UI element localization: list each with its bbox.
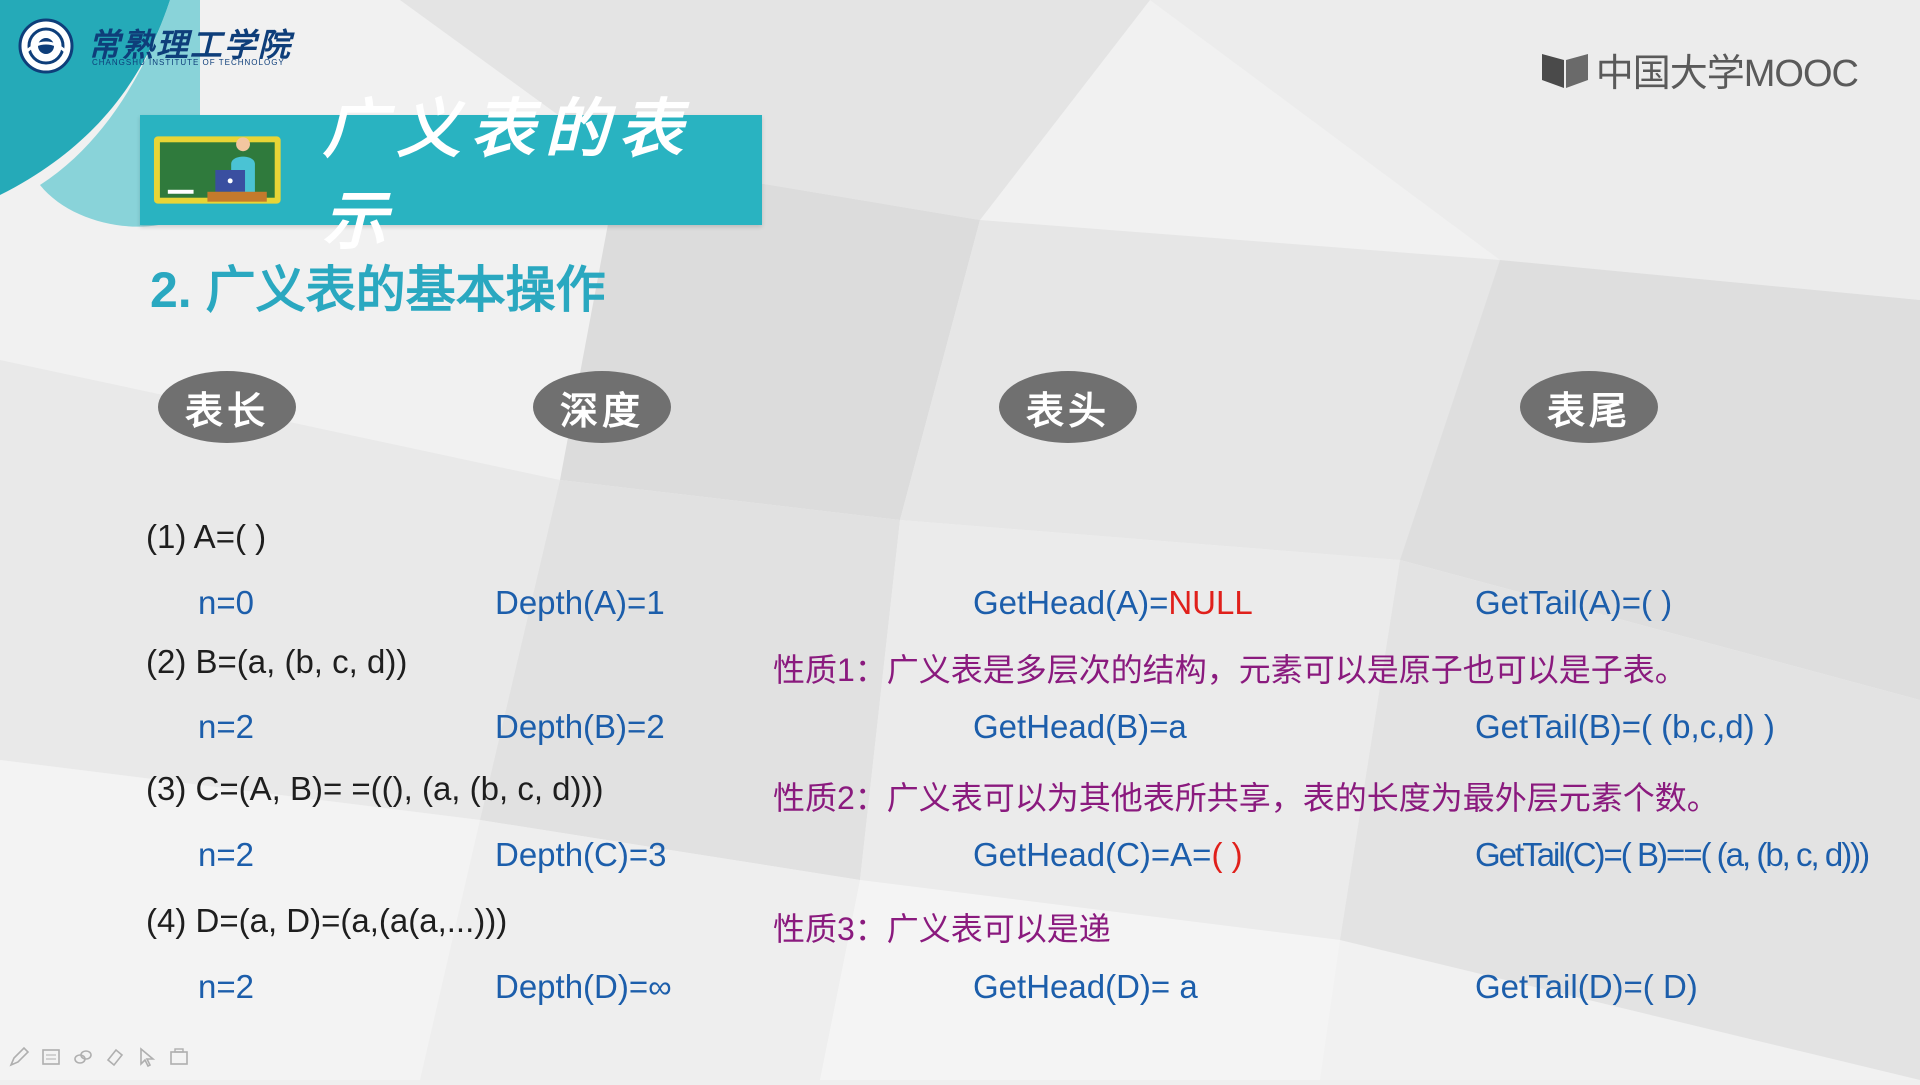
category-tail: 表尾 [1520, 371, 1658, 443]
example-1-head: GetHead(A)=NULL [973, 584, 1253, 622]
example-3-definition: (3) C=(A, B)= =((), (a, (b, c, d))) [146, 770, 604, 807]
example-3-head-prefix: GetHead(C)=A= [973, 836, 1212, 873]
example-1-head-value: NULL [1168, 584, 1253, 621]
example-1-depth: Depth(A)=1 [495, 584, 665, 621]
example-1-head-prefix: GetHead(A)= [973, 584, 1169, 621]
property-2: 性质2：广义表可以为其他表所共享，表的长度为最外层元素个数。 [773, 780, 1719, 816]
example-3-depth: Depth(C)=3 [495, 836, 667, 873]
category-depth: 深度 [533, 371, 671, 443]
school-name: 常熟理工学院 [88, 26, 293, 64]
example-2-depth: Depth(B)=2 [495, 708, 665, 745]
example-2-length: n=2 [198, 708, 254, 745]
example-4-head: GetHead(D)= a [973, 968, 1198, 1005]
camera-icon[interactable] [168, 1046, 190, 1068]
example-1-definition: (1) A=( ) [146, 518, 267, 555]
category-head: 表头 [999, 371, 1137, 443]
slides-icon[interactable] [40, 1046, 62, 1068]
example-3-length: n=2 [198, 836, 254, 873]
school-subtitle: CHANGSHU INSTITUTE OF TECHNOLOGY [92, 58, 285, 67]
example-3-head: GetHead(C)=A=( ) [973, 836, 1243, 874]
example-3-tail: GetTail(C)=( B)==( (a, (b, c, d))) [1475, 836, 1870, 873]
example-3-head-value: ( ) [1211, 836, 1243, 873]
property-3: 性质3：广义表可以是递 [773, 911, 1111, 947]
example-2-head: GetHead(B)=a [973, 708, 1187, 745]
eraser-icon[interactable] [104, 1046, 126, 1068]
section-subtitle: 2. 广义表的基本操作 [150, 262, 606, 318]
category-length: 表长 [158, 371, 296, 443]
example-4-length: n=2 [198, 968, 254, 1005]
link-icon[interactable] [72, 1046, 94, 1068]
example-4-depth: Depth(D)=∞ [495, 968, 672, 1005]
teacher-laptop-icon [153, 136, 281, 204]
example-1-tail: GetTail(A)=( ) [1475, 584, 1673, 621]
example-4-definition: (4) D=(a, D)=(a,(a(a,...))) [146, 902, 508, 939]
example-2-definition: (2) B=(a, (b, c, d)) [146, 643, 408, 680]
property-1: 性质1：广义表是多层次的结构，元素可以是原子也可以是子表。 [773, 652, 1687, 688]
example-1-length: n=0 [198, 584, 254, 621]
mooc-logo: 中国大学MOOC [1540, 42, 1859, 97]
mooc-platform-name: 中国大学MOOC [1595, 53, 1859, 95]
presentation-toolbar [8, 1046, 190, 1068]
example-2-tail: GetTail(B)=( (b,c,d) ) [1475, 708, 1775, 745]
title-banner: 广义表的表示 [140, 93, 762, 259]
school-logo-icon [18, 18, 74, 74]
pointer-icon[interactable] [136, 1046, 158, 1068]
pen-icon[interactable] [8, 1046, 30, 1068]
slide-title: 广义表的表示 [322, 93, 693, 259]
mooc-book-icon [1541, 53, 1588, 88]
example-4-tail: GetTail(D)=( D) [1475, 968, 1698, 1005]
